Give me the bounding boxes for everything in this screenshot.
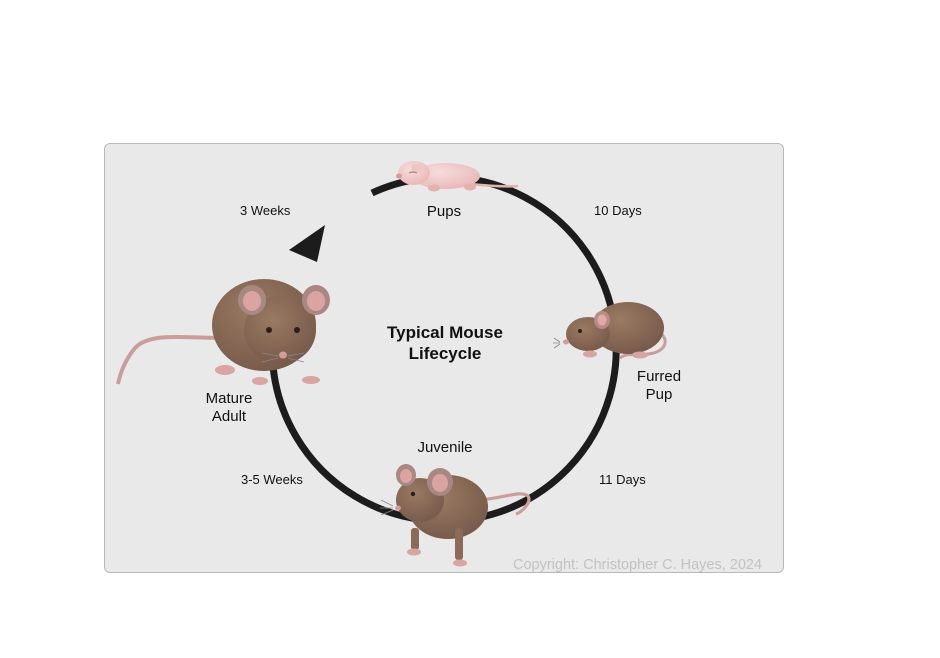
title-line-1: Typical Mouse: [387, 323, 503, 342]
mature-adult-line-2: Adult: [211, 408, 247, 425]
adult-mouse-icon: [116, 279, 330, 385]
pup-mouse-icon: [396, 161, 519, 192]
copyright-notice: Copyright: Christopher C. Hayes, 2024: [513, 557, 763, 573]
duration-pups-to-furred: 10 Days: [594, 203, 642, 218]
stage-label-furred-pup: Furred Pup: [629, 368, 689, 404]
mature-adult-line-1: Mature: [205, 390, 253, 407]
stage-label-juvenile: Juvenile: [417, 439, 473, 456]
furred-pup-mouse-icon: [553, 302, 667, 360]
furred-pup-line-1: Furred: [636, 368, 682, 385]
stage-label-mature-adult: Mature Adult: [198, 390, 260, 426]
duration-furred-to-juvenile: 11 Days: [599, 472, 646, 487]
duration-juvenile-to-adult: 3-5 Weeks: [241, 472, 303, 487]
cycle-ring: [268, 173, 620, 525]
duration-adult-to-pups: 3 Weeks: [240, 203, 291, 218]
stage-label-pups: Pups: [426, 203, 462, 220]
diagram-title: Typical Mouse Lifecycle: [340, 322, 550, 364]
title-line-2: Lifecycle: [408, 344, 482, 363]
cycle-arrowhead-icon: [289, 225, 325, 262]
furred-pup-line-2: Pup: [645, 386, 673, 403]
juvenile-mouse-icon: [380, 464, 531, 567]
